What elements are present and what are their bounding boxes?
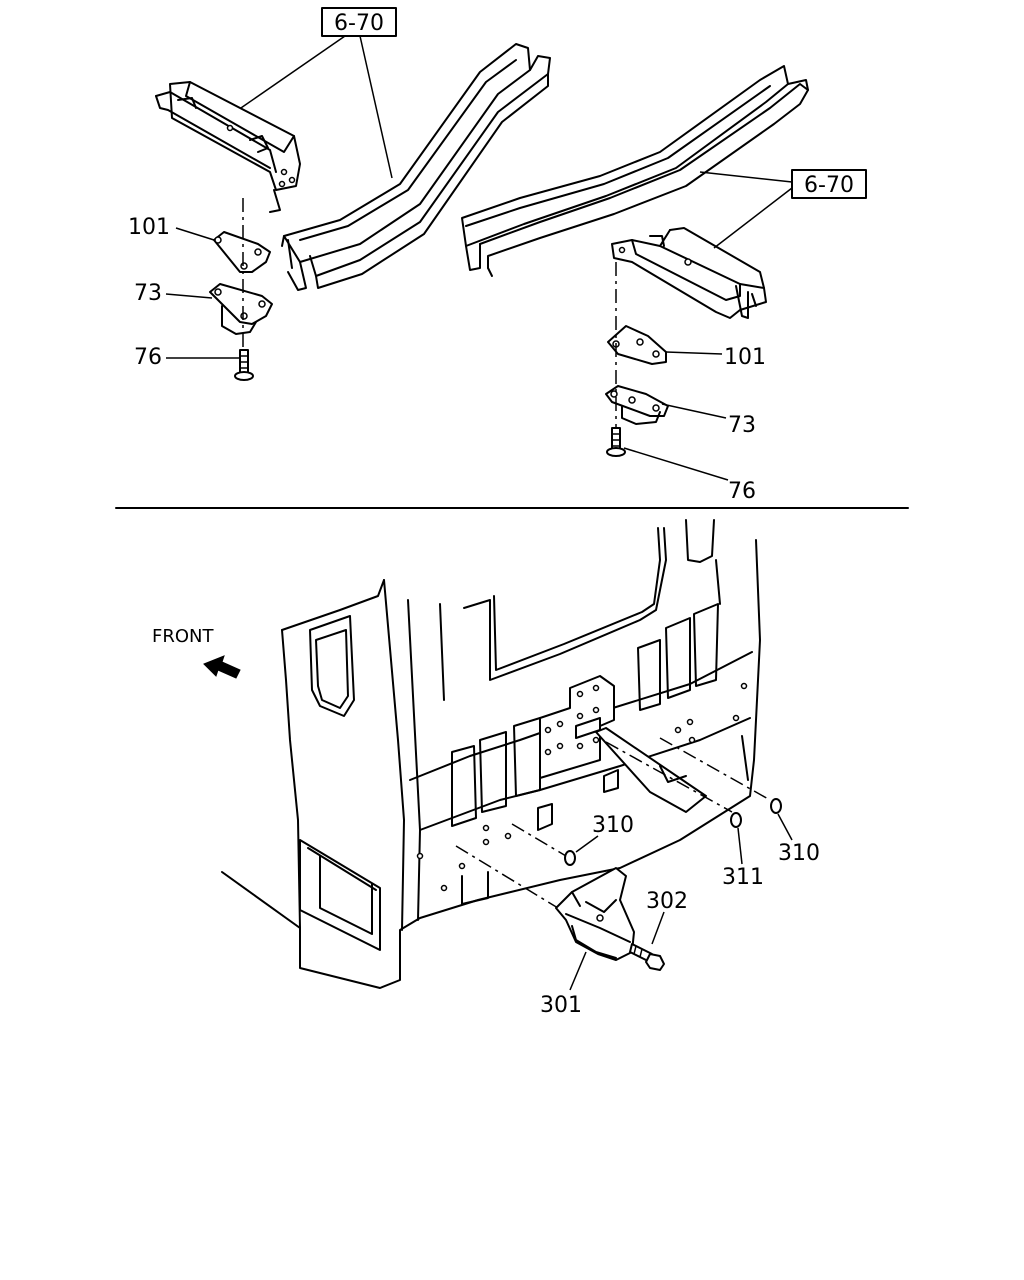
label-right-76: 76 — [728, 479, 756, 504]
label-left-101: 101 — [128, 215, 170, 240]
left-bolt-76[interactable] — [234, 349, 254, 381]
right-frame-rail — [461, 65, 809, 277]
label-left-73: 73 — [134, 281, 162, 306]
label-right-73: 73 — [728, 413, 756, 438]
leader-ref-right-b — [713, 187, 793, 249]
label-bolt-302: 302 — [646, 889, 688, 914]
leader-right-101 — [665, 351, 723, 355]
bolt-302[interactable] — [629, 943, 665, 971]
leader-ref-right-a — [699, 171, 793, 183]
leader-left-73 — [165, 293, 213, 299]
leader-plug-311 — [737, 827, 743, 865]
leader-bolt-302 — [651, 911, 665, 945]
label-left-76: 76 — [134, 345, 162, 370]
ref-box-left[interactable]: 6-70 — [321, 7, 397, 37]
leader-plug-310-left — [575, 835, 599, 853]
front-arrow-icon — [203, 655, 241, 679]
leader-left-101 — [175, 227, 215, 241]
leader-right-73 — [661, 403, 727, 419]
plug-310-right[interactable] — [770, 798, 782, 814]
centerline-plug-311 — [605, 741, 733, 813]
right-crossmember-bracket — [611, 227, 767, 319]
leader-right-76 — [623, 447, 729, 481]
left-crossmember-bracket — [155, 81, 301, 213]
plug-310-left[interactable] — [564, 850, 576, 866]
left-bracket-101[interactable] — [213, 231, 271, 273]
label-bracket-301: 301 — [540, 993, 582, 1018]
leader-ref-left-b — [359, 35, 393, 179]
label-plug-310-left: 310 — [592, 813, 634, 838]
cab-body — [221, 519, 761, 989]
label-right-101: 101 — [724, 345, 766, 370]
front-label: FRONT — [152, 626, 214, 647]
leader-bracket-301 — [569, 951, 587, 991]
label-plug-310-right: 310 — [778, 841, 820, 866]
plug-311[interactable] — [730, 812, 742, 828]
leader-plug-310-right — [777, 813, 793, 841]
centerline-plug-left — [511, 823, 567, 857]
right-bracket-101[interactable] — [607, 325, 667, 365]
right-bolt-76[interactable] — [606, 427, 626, 457]
centerline-plug-right — [659, 737, 771, 801]
ref-label-left: 6-70 — [334, 11, 384, 36]
centerline-bracket-301 — [455, 845, 559, 909]
bracket-301[interactable] — [555, 867, 635, 961]
ref-box-right[interactable]: 6-70 — [791, 169, 867, 199]
right-mount-73[interactable] — [605, 385, 669, 425]
label-plug-311: 311 — [722, 865, 764, 890]
left-mount-73[interactable] — [209, 283, 273, 335]
leader-ref-left-a — [237, 35, 346, 111]
left-frame-rail — [281, 43, 551, 291]
ref-label-right: 6-70 — [804, 173, 854, 198]
